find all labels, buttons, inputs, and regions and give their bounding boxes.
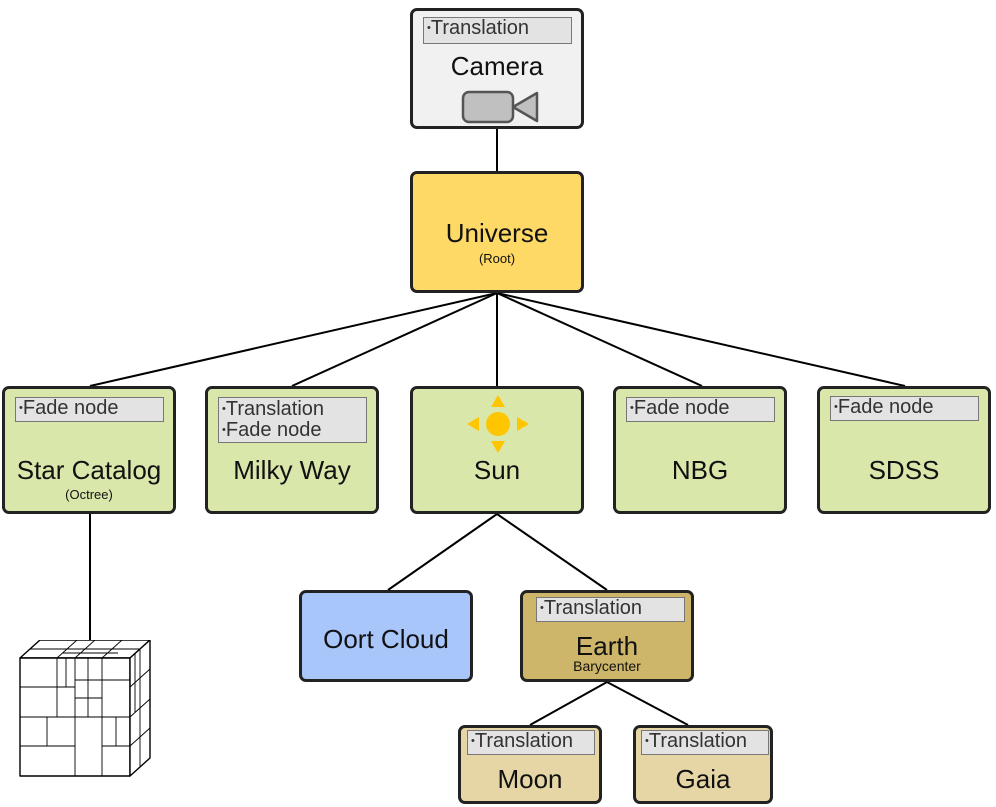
- edge-universe-milky-way: [291, 292, 498, 387]
- nbg-node: •Fade node NBG: [613, 386, 787, 514]
- oort-cloud-node: Oort Cloud: [299, 590, 473, 682]
- bullet: •: [427, 22, 431, 35]
- sdss-node: •Fade node SDSS: [817, 386, 991, 514]
- bullet: •: [645, 735, 649, 748]
- gaia-title: Gaia: [675, 764, 731, 794]
- nbg-tag: •Fade node: [626, 397, 775, 422]
- moon-tag: •Translation: [467, 730, 595, 755]
- gaia-node: •Translation Gaia: [633, 725, 773, 804]
- milky-way-tags: •Translation •Fade node: [218, 397, 367, 443]
- sun-icon: [467, 395, 529, 453]
- camera-title: Camera: [450, 51, 544, 81]
- milky-way-node: •Translation •Fade node Milky Way: [205, 386, 379, 514]
- star-catalog-tag-label: Fade node: [22, 397, 119, 419]
- universe-title: Universe: [445, 218, 549, 248]
- earth-title: Earth: [575, 631, 639, 661]
- edge-universe-sdss: [496, 292, 906, 387]
- edge-universe-nbg: [496, 292, 703, 387]
- bullet: •: [222, 424, 226, 437]
- edge-earth-gaia: [606, 681, 689, 726]
- earth-tag: •Translation: [536, 597, 685, 622]
- edge-sun-oort-cloud: [387, 513, 498, 591]
- edge-sun-earth: [496, 513, 608, 591]
- edge-universe-star-catalog: [89, 292, 498, 387]
- sdss-tag-label: Fade node: [837, 396, 934, 418]
- sun-node: Sun: [410, 386, 584, 514]
- camera-tag: •Translation: [423, 17, 572, 44]
- sdss-title: SDSS: [868, 455, 940, 485]
- sun-title: Sun: [473, 455, 521, 485]
- video-camera-icon: [461, 90, 539, 124]
- gaia-tag: •Translation: [641, 730, 769, 755]
- octree-cube-icon: [19, 640, 151, 777]
- bullet: •: [471, 735, 475, 748]
- bullet: •: [222, 403, 226, 416]
- star-catalog-tag: •Fade node: [15, 397, 164, 422]
- nbg-tag-label: Fade node: [633, 397, 730, 419]
- nbg-title: NBG: [671, 455, 729, 485]
- universe-sub: (Root): [478, 251, 516, 266]
- star-catalog-sub: (Octree): [65, 487, 113, 502]
- camera-node: •Translation Camera: [410, 8, 584, 129]
- universe-node: Universe (Root): [410, 171, 584, 293]
- earth-node: •Translation Earth Barycenter: [520, 590, 694, 682]
- gaia-tag-label: Translation: [648, 730, 748, 752]
- bullet: •: [540, 602, 544, 615]
- bullet: •: [630, 402, 634, 415]
- camera-tag-label: Translation: [430, 17, 530, 39]
- star-catalog-title: Star Catalog: [16, 455, 162, 485]
- moon-title: Moon: [497, 764, 563, 794]
- bullet: •: [834, 401, 838, 414]
- oort-cloud-title: Oort Cloud: [323, 624, 449, 654]
- milky-way-title: Milky Way: [233, 455, 351, 485]
- edge-earth-moon: [529, 681, 608, 726]
- moon-node: •Translation Moon: [458, 725, 602, 804]
- earth-sub: Barycenter: [573, 658, 641, 674]
- sdss-tag: •Fade node: [830, 396, 979, 421]
- milky-way-tag-translation: Translation: [225, 398, 325, 420]
- bullet: •: [19, 402, 23, 415]
- moon-tag-label: Translation: [474, 730, 574, 752]
- earth-tag-label: Translation: [543, 597, 643, 619]
- star-catalog-node: •Fade node Star Catalog (Octree): [2, 386, 176, 514]
- milky-way-tag-fade-node: Fade node: [225, 419, 322, 442]
